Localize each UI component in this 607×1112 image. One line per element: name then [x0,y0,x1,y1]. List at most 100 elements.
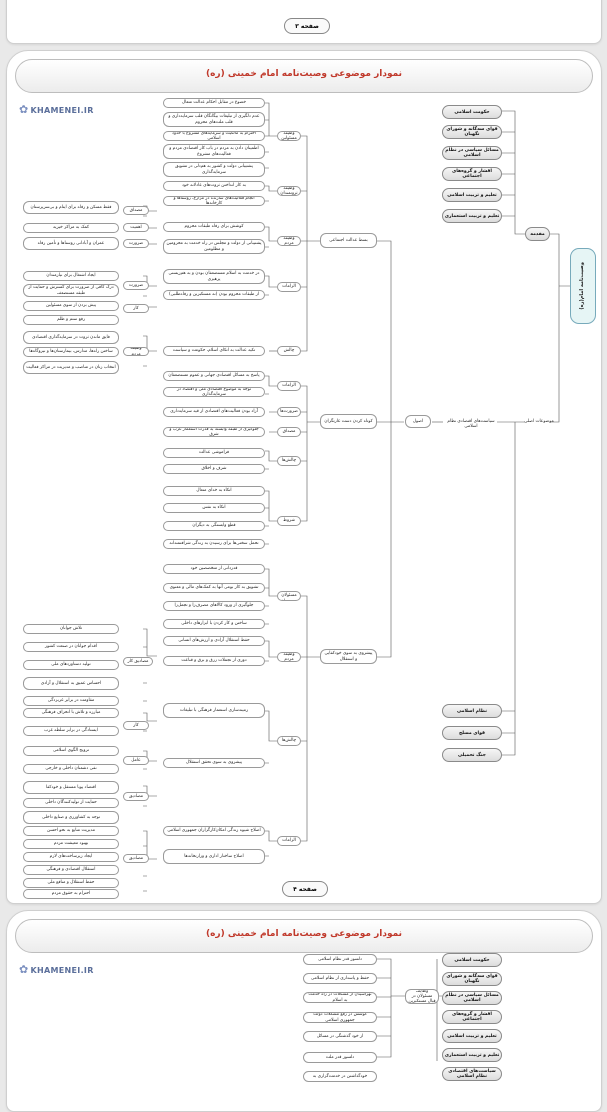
c1-box-31: اصلاح ساختار اداری و وزارتخانه‌ها [163,849,265,864]
page-number-4: صفحه ۴ [282,881,328,897]
page-4-card: نمودار موضوعی وصیت‌نامه امام خمینی (ره) … [6,50,602,904]
c1-box-17: شرف و اخلاق [163,464,265,474]
c1-box-26: حفظ استقلال آزادی و ارزش‌های انسانی [163,636,265,646]
p5-box-3: کوشش در رفع مشکلات دولت جمهوری اسلامی [303,1012,377,1023]
c0-box-3: ایجاد اشتغال برای نیازمندان [23,271,119,281]
tag-8: چالش‌ها [277,456,301,466]
c1-box-29: پیشروی به سوی تحقق استقلال [163,758,265,768]
left-tag-10: مصادیق [123,854,149,863]
c1-box-11: تکیه عدالت به اتکای اسلام، حکومت و سیاست [163,346,265,356]
p5-box-1: حفظ و پاسداری از نظام اسلامی [303,973,377,984]
left-tag-5: وظیفه مردم [123,347,149,356]
page-5-title: نمودار موضوعی وصیت‌نامه امام خمینی (ره) [205,929,403,939]
tag-1: وظیفه ثروتمندان [277,186,301,196]
c0-box-5: پیش بردن از سوی مسئولین [23,301,119,311]
c1-box-9: در خدمت به اسلام مستضعفان بودن و به هم‌ز… [163,269,265,284]
tag-0: وظیفه مسئولین [277,131,301,141]
tag-5: الزامات [277,381,301,391]
rc-top-0: حکومت اسلامی [442,105,502,119]
tag-6: ضرورت‌ها [277,407,301,417]
c1-box-30: اصلاح شیوه زندگی امکان‌کارگزاران جمهوری … [163,826,265,836]
p5-mid-tag: وظایف مسئولان در قبال مستکبرین [405,989,439,1004]
khamenei-logo-2: ✿KHAMENEI.IR [19,963,94,976]
p5-rc-3: اقشار و گروه‌های اجتماعی [442,1010,502,1024]
c0-box-9: انتخاب زنان در مناصب و مدیریت در مراکز ف… [23,361,119,374]
c0-box-13: احساس عمیق به استقلال و آزادی [23,677,119,690]
rc-bottom-0: نظام اسلامی [442,704,502,718]
c0-box-12: تولید دستاوردهای ملی [23,660,119,670]
c0-box-16: ایستادگی در برابر سلطه غرب [23,726,119,736]
themes-node: موضوعات اصلی [524,419,554,424]
c1-box-23: تشویق به کار بومی آنها به کمک‌های مالی و… [163,583,265,593]
p5-box-2: نهراسیدن از مشکلات در راه خدمت به اسلام [303,992,377,1003]
rc-top-5: تعلیم و تربیت استعماری [442,209,502,223]
left-tag-2: ضرورت [123,239,149,248]
c1-box-14: آزاد بودن فعالیت‌های اقتصادی از قید سرما… [163,407,265,417]
c1-box-6: انجام فعالیت‌های سازنده در مزارع، روستاه… [163,196,265,206]
rc-top-2: مسائل سیاسی در نظام اسلامی [442,146,502,160]
c1-box-21: تحمل سختی‌ها برای رسیدن به زندگی شرافتمن… [163,539,265,549]
c1-box-16: فراموشی عدالت [163,448,265,458]
p5-rc-0: حکومت اسلامی [442,953,502,967]
page-4-title: نمودار موضوعی وصیت‌نامه امام خمینی (ره) [205,69,403,79]
c0-box-18: نفی دشمنان داخلی و خارجی [23,764,119,774]
c1-box-28: زمینه‌سازی استعمار فرهنگی با تبلیغات [163,703,265,718]
c0-box-8: ساختن راه‌ها، مدارس، بیمارستان‌ها و نیرو… [23,347,119,357]
c1-box-10: از طبقات محروم بودن (نه مستکبرین و رفاه‌… [163,290,265,300]
econ-node: سیاست‌های اقتصادی نظام اسلامی [447,419,495,429]
rc-top-1: قوای سه‌گانه و شورای نگهبان [442,125,502,139]
c1-box-12: پاسخ به مسائل اقتصادی جهانی و عموم مستضع… [163,371,265,381]
c1-box-18: اتکاء به خدای متعال [163,486,265,496]
p5-box-6: خودگذاشتن در خدمت‌گزاری به [303,1071,377,1082]
c1-box-15: جلوگیری از طبقه وابسته به قدرت استعمار غ… [163,427,265,437]
principle-node: اصول [405,415,431,428]
logo-icon: ✿ [19,963,29,976]
intro-node: مقدمه [525,227,550,241]
c0-box-1: کمک به مراکز خیریه [23,223,119,233]
page-number-3: صفحه ۳ [284,18,330,34]
c1-box-2: احترام به مالکیت و سرمایه‌های مشروع با ح… [163,131,265,141]
p5-box-4: از خود گذشتگی در مسائل [303,1031,377,1042]
c0-box-17: ترویج الگوی اسلامی [23,746,119,756]
tag-7: مصداق [277,427,301,437]
c1-box-13: توجه به موضوع اقتصادی ملی و اقتصاد در سر… [163,387,265,397]
page-3-card: صفحه ۳ [6,0,602,44]
c0-box-10: تلاش جوانان [23,624,119,634]
page-5-header: نمودار موضوعی وصیت‌نامه امام خمینی (ره) [15,919,593,953]
c0-box-20: حمایت از تولیدکنندگان داخلی [23,798,119,808]
c0-box-2: عمران و آبادانی روستاها و تأمین رفاه [23,237,119,250]
tag-3: الزامات [277,282,301,292]
c1-box-5: به کار انداختن ثروت‌های عادلانه خود [163,181,265,191]
c0-box-24: ایجاد زیرساخت‌های لازم [23,852,119,862]
left-tag-3: ضرورت [123,281,149,290]
p5-rc-5: تعلیم و تربیت استعماری [442,1048,502,1062]
p5-rc-4: تعلیم و تربیت اسلامی [442,1029,502,1043]
left-tag-4: کار [123,304,149,313]
c1-box-24: جلوگیری از ورود کالاهای مصرف‌زا و تجمل‌ز… [163,601,265,611]
tag-13: الزامات [277,836,301,846]
left-tag-7: کار [123,721,149,730]
c1-box-20: قطع وابستگی به دیگران [163,521,265,531]
c1-box-4: پشتیبانی دولت و کشور به هم‌دلی در تشویق … [163,162,265,177]
p5-box-5: دلسوز قدر ملت [303,1052,377,1063]
khamenei-logo: ✿KHAMENEI.IR [19,103,94,116]
left-tag-6: مصادیق کار [123,657,153,666]
left-tag-8: عامل [123,756,149,765]
c0-box-23: بهبود معیشت مردم [23,839,119,849]
rc-bottom-1: قوای مسلح [442,726,502,740]
branch-independence: پیشروی به سوی خودکفایی و استقلال [320,649,377,664]
p5-rc-6: سیاست‌های اقتصادی نظام اسلامی [442,1067,502,1081]
c0-box-15: مبارزه و تلاش با انحراف فرهنگی [23,708,119,718]
tag-10: وظیفه مسئولان و مدیران [277,591,301,601]
c1-box-7: کوشش برای رفاه طبقات محروم [163,222,265,232]
left-tag-1: اهمیت [123,223,149,232]
p5-box-0: دلسوز قدر نظام اسلامی [303,954,377,965]
page-4-header: نمودار موضوعی وصیت‌نامه امام خمینی (ره) [15,59,593,93]
c0-box-22: مدیریت منابع به نحو احسن [23,826,119,836]
c1-box-27: دوری از تجملات زرق و برق و قناعت [163,656,265,666]
c0-box-7: فایق ماندن ثروت در سرمایه‌گذاری اقتصادی [23,331,119,344]
connector-lines-2 [377,958,442,1061]
tag-4: چالش [277,346,301,356]
c1-box-22: قدردانی از متخصصین خود [163,564,265,574]
tag-12: چالش‌ها [277,736,301,746]
